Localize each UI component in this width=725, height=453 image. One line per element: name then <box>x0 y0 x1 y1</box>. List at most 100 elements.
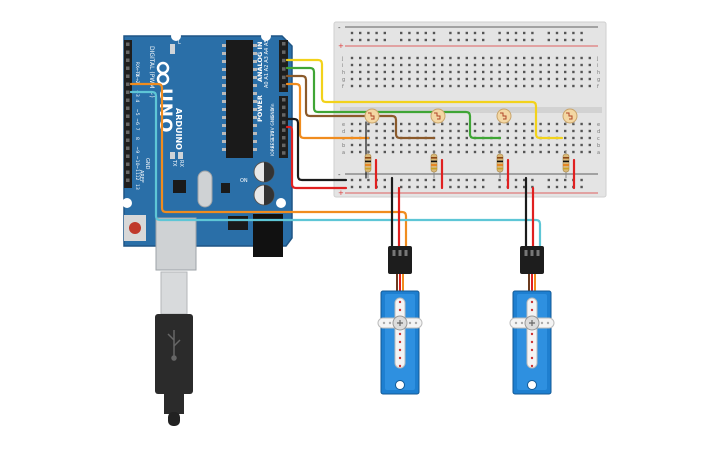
breadboard-hole <box>490 129 493 133</box>
breadboard-hole <box>465 136 468 140</box>
rail-hole <box>400 185 403 189</box>
breadboard-hole <box>531 122 534 126</box>
horn-hole <box>408 321 412 325</box>
rail-hole <box>564 185 567 189</box>
breadboard-hole <box>400 122 403 126</box>
horn-hole <box>530 340 534 344</box>
wire-brown[interactable] <box>285 74 436 140</box>
breadboard-hole <box>408 70 411 74</box>
breadboard-hole <box>350 63 354 67</box>
rail-hole <box>580 178 583 182</box>
horn-hole <box>546 321 550 325</box>
row-letter: c <box>597 136 600 142</box>
chip-pin <box>253 76 257 79</box>
breadboard-hole <box>465 56 468 60</box>
board-model-label: UNO <box>155 88 175 133</box>
breadboard-hole <box>383 143 386 147</box>
header-pin <box>126 122 130 126</box>
breadboard-hole <box>367 84 370 88</box>
breadboard-hole <box>408 122 411 126</box>
breadboard-hole <box>498 56 501 60</box>
header-pin <box>282 113 286 117</box>
breadboard-hole <box>383 136 386 140</box>
header-pin <box>282 136 286 140</box>
row-letter: f <box>342 84 344 90</box>
wire-green[interactable] <box>285 66 502 140</box>
rail-hole <box>383 31 386 35</box>
breadboard-hole <box>359 122 362 126</box>
breadboard-hole <box>350 77 354 81</box>
rail-hole <box>457 185 460 189</box>
breadboard-hole <box>564 77 567 81</box>
wire-orange[interactable] <box>285 82 370 140</box>
servo-mount-hole <box>395 380 405 390</box>
power-pin-label: IOREF <box>270 142 276 156</box>
breadboard-hole <box>375 143 378 147</box>
breadboard-hole <box>531 56 534 60</box>
photoresistor-track <box>500 112 507 120</box>
rail-hole <box>383 178 386 182</box>
breadboard-hole <box>580 56 583 60</box>
breadboard-hole <box>580 84 583 88</box>
breadboard-hole <box>572 63 575 67</box>
usb-plug-metal <box>160 271 188 315</box>
wire-cyan-servo2-signal[interactable] <box>129 90 542 252</box>
breadboard-hole <box>391 143 395 147</box>
breadboard-hole <box>473 56 477 60</box>
header-pin <box>282 67 286 71</box>
photoresistor-track <box>368 112 375 120</box>
connector-pin <box>398 250 402 256</box>
breadboard-hole <box>547 150 550 154</box>
horn-hole <box>530 308 534 312</box>
resistor-band <box>563 164 569 166</box>
wire-black-gnd[interactable] <box>285 117 348 182</box>
breadboard-hole <box>572 84 575 88</box>
breadboard-hole <box>531 77 534 81</box>
breadboard-hole <box>523 84 526 88</box>
rail-hole <box>408 185 411 189</box>
breadboard-hole <box>424 63 427 67</box>
analog-header <box>279 40 288 92</box>
header-pin <box>126 106 130 110</box>
chip-pin <box>222 52 226 55</box>
digital-header-pins <box>126 42 130 182</box>
on-label: ON <box>240 178 248 184</box>
rail-hole <box>482 31 485 35</box>
breadboard-hole <box>432 143 436 147</box>
rail-hole <box>457 178 460 182</box>
reset-button[interactable] <box>129 222 141 234</box>
horn-hole <box>398 308 402 312</box>
wire-yellow[interactable] <box>285 58 564 140</box>
chip-pin <box>253 92 257 95</box>
breadboard-hole <box>523 63 526 67</box>
breadboard-hole <box>359 84 362 88</box>
resistor-band <box>431 160 437 163</box>
breadboard-hole <box>400 70 403 74</box>
rail-hole <box>400 38 403 42</box>
usb-cable[interactable] <box>155 271 193 426</box>
breadboard-hole <box>514 63 518 67</box>
resistor-band <box>497 160 503 163</box>
horn-hole <box>398 332 402 336</box>
wire-orange-servo1-signal[interactable] <box>129 82 408 252</box>
breadboard-hole <box>572 56 575 60</box>
rail-hole <box>350 38 354 42</box>
breadboard-hole <box>490 70 493 74</box>
breadboard-hole <box>416 70 419 74</box>
breadboard-hole <box>555 129 559 133</box>
breadboard-hole <box>564 84 567 88</box>
breadboard-hole <box>473 143 477 147</box>
digital-pin-label: 12 <box>134 175 140 181</box>
breadboard-hole <box>506 129 509 133</box>
rail-hole <box>498 178 501 182</box>
rx-led <box>178 152 183 159</box>
header-pin <box>282 105 286 110</box>
breadboard-hole <box>547 77 550 81</box>
resistor-band <box>365 160 371 163</box>
breadboard-hole <box>457 70 460 74</box>
breadboard-hole <box>449 136 452 140</box>
connector-pin <box>404 250 408 256</box>
wire-red-5v[interactable] <box>285 125 348 190</box>
